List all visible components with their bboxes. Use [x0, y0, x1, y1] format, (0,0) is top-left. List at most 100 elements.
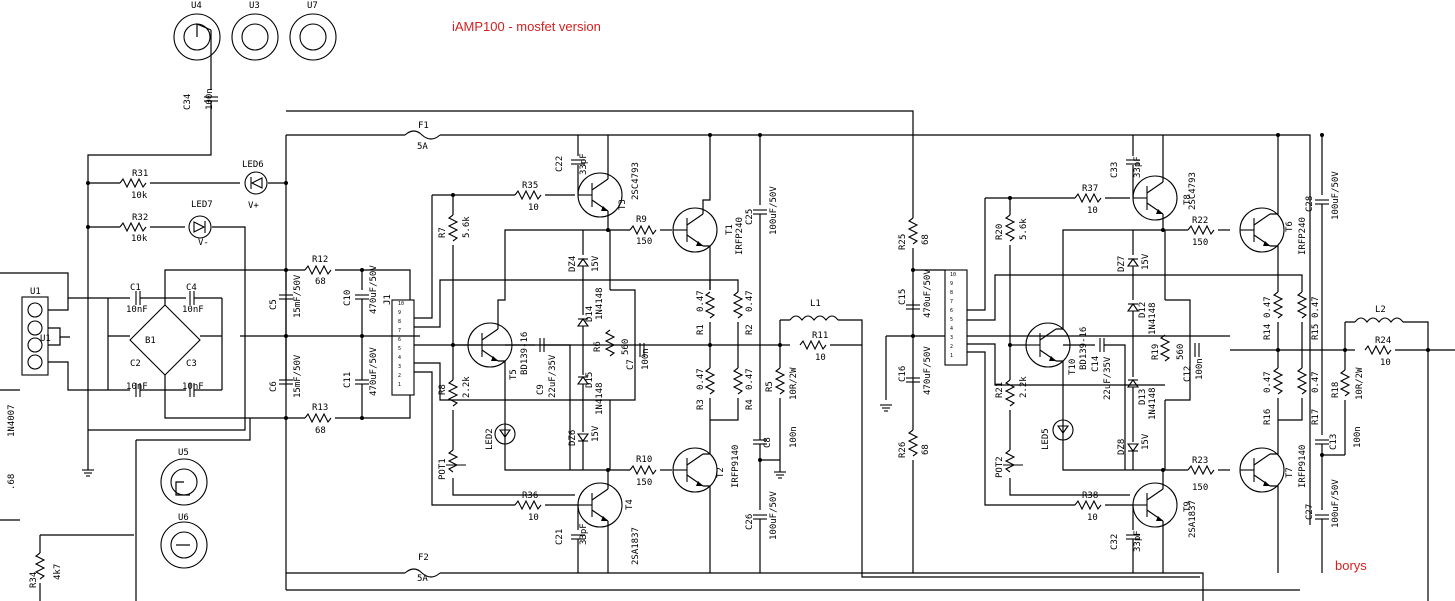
svg-text:1N4148: 1N4148	[595, 382, 605, 415]
svg-text:10: 10	[950, 272, 956, 278]
svg-text:R17: R17	[1311, 409, 1321, 425]
svg-text:7: 7	[398, 328, 401, 334]
svg-text:U1: U1	[30, 287, 41, 297]
svg-text:R2: R2	[745, 324, 755, 335]
svg-text:R20: R20	[995, 224, 1005, 240]
svg-text:R1: R1	[696, 324, 706, 335]
svg-text:1: 1	[398, 382, 401, 388]
svg-text:T6: T6	[1285, 221, 1295, 232]
svg-text:U6: U6	[178, 513, 189, 523]
svg-text:5: 5	[398, 346, 401, 352]
svg-text:10R/2W: 10R/2W	[1355, 367, 1365, 400]
svg-text:33pF: 33pF	[1133, 156, 1143, 178]
svg-text:F2: F2	[418, 553, 429, 563]
svg-text:10: 10	[1380, 358, 1391, 368]
svg-text:9: 9	[398, 310, 401, 316]
svg-text:R5: R5	[765, 381, 775, 392]
svg-text:IRFP9140: IRFP9140	[731, 445, 741, 488]
svg-text:C34: C34	[183, 94, 193, 110]
svg-text:0.47: 0.47	[1311, 296, 1321, 318]
svg-text:R10: R10	[636, 455, 652, 465]
svg-text:F1: F1	[418, 121, 429, 131]
svg-text:C27: C27	[1305, 504, 1315, 520]
svg-text:4: 4	[950, 326, 953, 332]
svg-text:33pF: 33pF	[579, 153, 589, 175]
svg-text:33pF: 33pF	[1133, 530, 1143, 552]
svg-text:1: 1	[950, 353, 953, 359]
svg-text:10: 10	[1087, 206, 1098, 216]
fuse-f1: F1 5A	[404, 121, 441, 152]
u4-label: U4	[191, 1, 202, 11]
svg-text:LED5: LED5	[1041, 428, 1051, 450]
svg-text:8: 8	[398, 319, 401, 325]
left-channel-amp: T5 BD139-16 C9 22uF/35V R7 5.6k R8 2.2k …	[432, 135, 863, 573]
svg-text:560: 560	[1176, 344, 1186, 360]
c34-capacitor: C34 100n	[87, 30, 219, 470]
led-indicator-section: R31 10k LED6 V+ R32 10k LED7 V-	[88, 160, 286, 431]
svg-text:10: 10	[1087, 513, 1098, 523]
svg-text:C14: C14	[1091, 356, 1101, 372]
svg-text:1N4007: 1N4007	[7, 404, 17, 437]
svg-text:C4: C4	[186, 283, 197, 293]
svg-text:2SA1837: 2SA1837	[631, 527, 641, 565]
svg-text:100uF/50V: 100uF/50V	[769, 491, 779, 540]
svg-text:2SC4793: 2SC4793	[1188, 172, 1198, 210]
svg-text:10: 10	[528, 203, 539, 213]
svg-text:DZ4: DZ4	[568, 256, 578, 272]
svg-text:10R/2W: 10R/2W	[789, 367, 799, 400]
svg-text:R15: R15	[1311, 324, 1321, 340]
supply-rails	[285, 110, 1311, 601]
svg-text:R35: R35	[522, 181, 538, 191]
u7-label: U7	[307, 1, 318, 11]
svg-text:33pF: 33pF	[579, 523, 589, 545]
svg-text:C5: C5	[269, 299, 279, 310]
svg-text:DZ7: DZ7	[1117, 256, 1127, 272]
svg-text:R19: R19	[1151, 344, 1161, 360]
svg-text:C11: C11	[343, 372, 353, 388]
svg-text:DZ8: DZ8	[1117, 439, 1127, 455]
svg-text:0.47: 0.47	[745, 368, 755, 390]
svg-text:R8: R8	[438, 384, 448, 395]
svg-text:V+: V+	[248, 201, 259, 211]
svg-text:C10: C10	[343, 290, 353, 306]
svg-text:470uF/50V: 470uF/50V	[369, 265, 379, 314]
svg-text:4: 4	[398, 355, 401, 361]
svg-text:150: 150	[636, 237, 652, 247]
svg-text:0.47: 0.47	[696, 368, 706, 390]
svg-text:10: 10	[815, 353, 826, 363]
svg-text:5A: 5A	[417, 142, 428, 152]
svg-text:C32: C32	[1110, 534, 1120, 550]
svg-text:C8: C8	[763, 437, 773, 448]
svg-text:7: 7	[950, 299, 953, 305]
svg-text:150: 150	[1192, 483, 1208, 493]
svg-text:1N4148: 1N4148	[595, 287, 605, 320]
svg-text:C1: C1	[130, 283, 141, 293]
svg-text:15mF/50V: 15mF/50V	[293, 354, 303, 398]
svg-text:68: 68	[315, 426, 326, 436]
right-channel-amp: R20 5.6k R21 2.2k POT2 T10 BD139-16 C14 …	[985, 135, 1455, 601]
svg-text:5: 5	[950, 317, 953, 323]
svg-text:C7: C7	[626, 359, 636, 370]
u3-label: U3	[249, 1, 260, 11]
svg-text:T1: T1	[725, 224, 735, 235]
svg-text:22uF/35V: 22uF/35V	[1103, 356, 1113, 400]
svg-text:15V: 15V	[591, 425, 601, 442]
svg-text:R13: R13	[312, 403, 328, 413]
svg-text:0.47: 0.47	[745, 290, 755, 312]
svg-text:L2: L2	[1375, 305, 1386, 315]
svg-text:U1: U1	[40, 334, 51, 344]
svg-text:LED2: LED2	[485, 428, 495, 450]
svg-text:9: 9	[950, 281, 953, 287]
svg-text:15mF/50V: 15mF/50V	[293, 274, 303, 318]
svg-text:POT1: POT1	[438, 458, 448, 480]
svg-text:68: 68	[315, 277, 326, 287]
input-connector-u1: U1 U1 1N4007 .68	[0, 272, 108, 490]
svg-text:10nF: 10nF	[126, 305, 148, 315]
svg-text:68: 68	[921, 234, 931, 245]
svg-text:0.47: 0.47	[1263, 296, 1273, 318]
svg-text:C3: C3	[186, 359, 197, 369]
right-channel-supply: R25 68 R26 68 C15 470uF/50V C16 470uF/50…	[879, 130, 945, 573]
svg-text:T3: T3	[618, 199, 628, 210]
